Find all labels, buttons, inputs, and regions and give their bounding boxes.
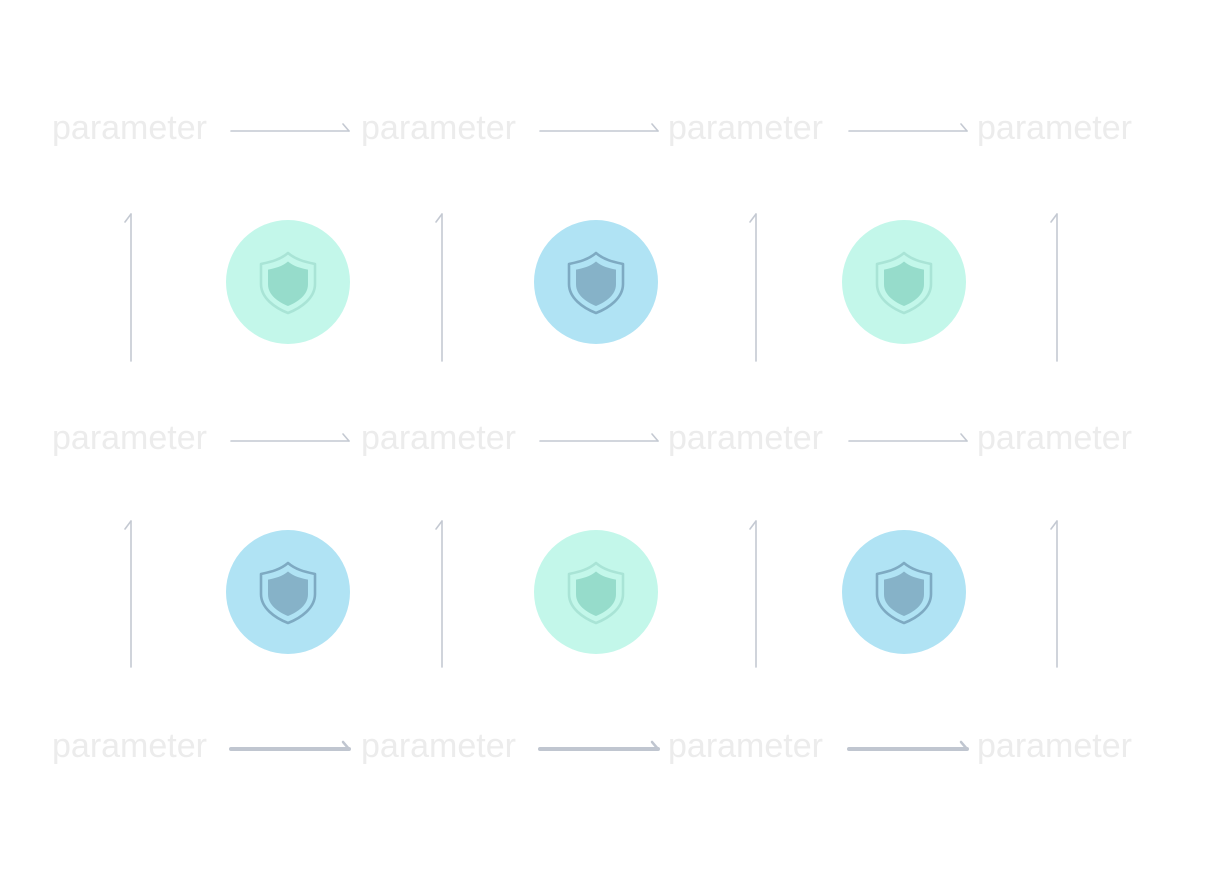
parameter-label: parameter [668, 109, 823, 147]
up-arrow [124, 520, 132, 668]
right-arrow [847, 740, 969, 751]
parameter-label: parameter [52, 109, 207, 147]
shield-node-blue [226, 530, 350, 654]
parameter-label: parameter [361, 727, 516, 765]
parameter-label: parameter [361, 419, 516, 457]
shield-icon [567, 561, 625, 625]
up-arrow [435, 520, 443, 668]
parameter-label: parameter [52, 727, 207, 765]
right-arrow [539, 123, 659, 132]
shield-icon [259, 251, 317, 315]
up-arrow [749, 213, 757, 362]
parameter-label: parameter [977, 109, 1132, 147]
shield-node-blue [842, 530, 966, 654]
shield-node-mint [842, 220, 966, 344]
label-layer: parameter parameter parameter parameter para… [52, 109, 1132, 765]
connector-layer [124, 123, 1058, 751]
right-arrow [848, 433, 968, 442]
shield-node-layer [226, 220, 966, 654]
right-arrow [229, 740, 351, 751]
shield-node-mint [534, 530, 658, 654]
shield-node-mint [226, 220, 350, 344]
right-arrow [848, 123, 968, 132]
up-arrow [124, 213, 132, 362]
parameter-label: parameter [668, 727, 823, 765]
parameter-label: parameter [52, 419, 207, 457]
right-arrow [538, 740, 660, 751]
parameter-label: parameter [977, 727, 1132, 765]
right-arrow [230, 123, 350, 132]
shield-icon [875, 561, 933, 625]
parameter-label: parameter [668, 419, 823, 457]
right-arrow [539, 433, 659, 442]
shield-icon [567, 251, 625, 315]
up-arrow [1050, 213, 1058, 362]
up-arrow [749, 520, 757, 668]
shield-icon [259, 561, 317, 625]
shield-node-blue [534, 220, 658, 344]
right-arrow [230, 433, 350, 442]
up-arrow [435, 213, 443, 362]
shield-icon [875, 251, 933, 315]
parameter-label: parameter [361, 109, 516, 147]
up-arrow [1050, 520, 1058, 668]
parameter-label: parameter [977, 419, 1132, 457]
